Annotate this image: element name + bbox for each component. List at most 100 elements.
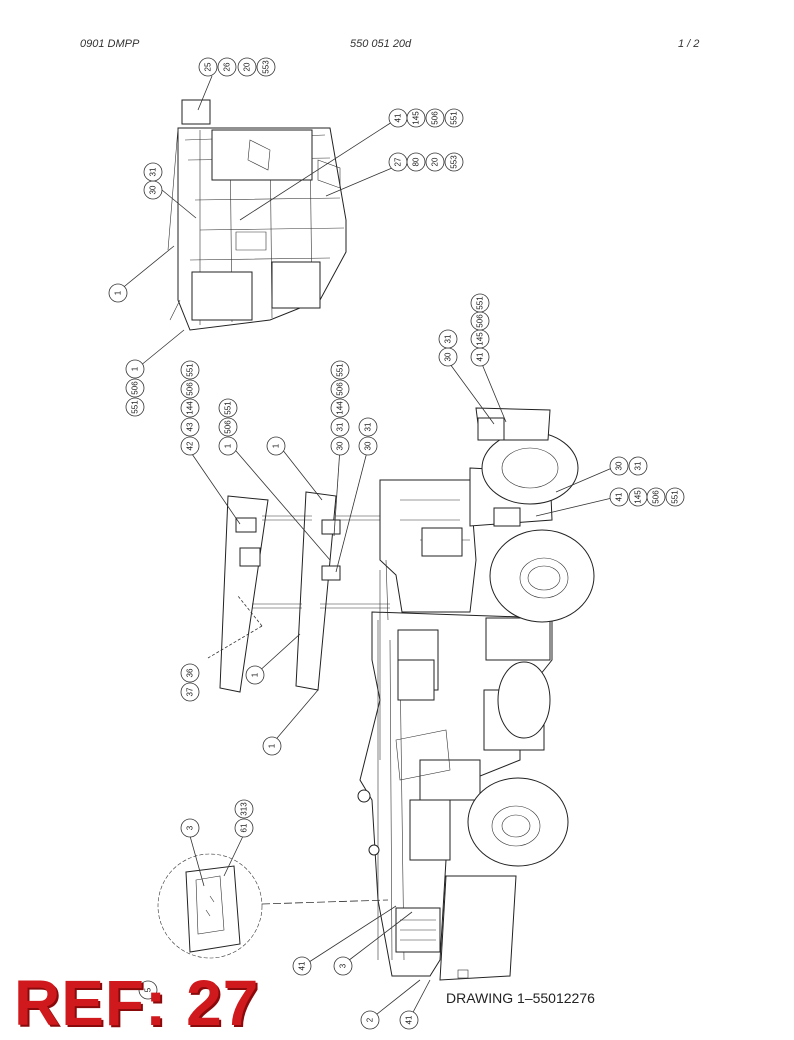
callout-label: 551 — [131, 400, 140, 414]
callout-c1f: 1 — [262, 736, 282, 756]
callout-c1d: 1 — [266, 436, 286, 456]
callout-c145b: 145 — [470, 329, 490, 349]
callout-label: 26 — [223, 62, 232, 71]
callout-c43: 43 — [180, 417, 200, 437]
callout-c313: 313 — [234, 799, 254, 819]
callout-label: 31 — [149, 167, 158, 176]
callout-label: 313 — [240, 802, 249, 816]
callout-c42: 42 — [180, 436, 200, 456]
callout-c551b: 551 — [125, 397, 145, 417]
callout-c553a: 553 — [256, 57, 276, 77]
header-document-number: 550 051 20d — [350, 38, 412, 50]
callout-label: 506 — [431, 111, 440, 125]
callout-label: 3 — [339, 963, 348, 968]
callout-c30d: 30 — [438, 347, 458, 367]
callout-c553b: 553 — [444, 152, 464, 172]
callout-label: 553 — [262, 60, 271, 74]
callout-label: 551 — [450, 111, 459, 125]
callout-c506b: 506 — [125, 378, 145, 398]
callout-label: 506 — [652, 490, 661, 504]
callout-c506a: 506 — [425, 108, 445, 128]
callout-c20a: 20 — [237, 57, 257, 77]
callout-c551d: 551 — [218, 398, 238, 418]
callout-label: 551 — [224, 401, 233, 415]
drawing-number: DRAWING 1–55012276 — [446, 990, 595, 1006]
callout-label: 5 — [144, 987, 153, 992]
callout-c145c: 145 — [628, 487, 648, 507]
callout-c1e: 1 — [245, 665, 265, 685]
callout-label: 41 — [615, 492, 624, 501]
callout-label: 31 — [336, 422, 345, 431]
callout-c3a: 3 — [180, 818, 200, 838]
callout-c30e: 30 — [609, 456, 629, 476]
callout-c41c: 41 — [609, 487, 629, 507]
callout-c551a: 551 — [444, 108, 464, 128]
callout-c1c: 1 — [218, 436, 238, 456]
header-left-code: 0901 DMPP — [80, 38, 140, 50]
callout-c145a: 145 — [406, 108, 426, 128]
header-page-number: 1 / 2 — [678, 38, 700, 50]
callout-label: 1 — [251, 672, 260, 677]
callout-label: 30 — [336, 441, 345, 450]
callout-c31e: 31 — [628, 456, 648, 476]
callout-label: 31 — [444, 334, 453, 343]
callout-c144b: 144 — [330, 398, 350, 418]
callout-label: 37 — [186, 687, 195, 696]
callout-c1b: 1 — [125, 359, 145, 379]
callout-c20b: 20 — [425, 152, 445, 172]
callout-c551c: 551 — [180, 360, 200, 380]
callout-c506f: 506 — [470, 311, 490, 331]
callout-c506d: 506 — [218, 417, 238, 437]
callout-label: 1 — [268, 743, 277, 748]
callout-c41e: 41 — [399, 1010, 419, 1030]
callout-c506c: 506 — [180, 379, 200, 399]
callout-label: 506 — [224, 420, 233, 434]
callout-label: 42 — [186, 441, 195, 450]
callout-label: 41 — [405, 1015, 414, 1024]
callout-label: 30 — [444, 352, 453, 361]
callout-label: 20 — [431, 157, 440, 166]
callout-label: 30 — [615, 461, 624, 470]
callout-c80: 80 — [406, 152, 426, 172]
callout-label: 31 — [634, 461, 643, 470]
callout-label: 27 — [394, 157, 403, 166]
callout-c41b: 41 — [470, 347, 490, 367]
callout-c551f: 551 — [470, 293, 490, 313]
callout-label: 1 — [131, 366, 140, 371]
callout-c41d: 41 — [292, 956, 312, 976]
callout-label: 506 — [476, 314, 485, 328]
callout-c551e: 551 — [330, 360, 350, 380]
callout-label: 41 — [298, 961, 307, 970]
callout-label: 31 — [364, 422, 373, 431]
callout-c31a: 31 — [143, 162, 163, 182]
callout-c31c: 31 — [358, 417, 378, 437]
callout-label: 41 — [476, 352, 485, 361]
ref-stamp: REF: 27 — [14, 967, 260, 1039]
leader-lines — [119, 75, 613, 1019]
callout-c2: 2 — [360, 1010, 380, 1030]
callout-label: 1 — [224, 443, 233, 448]
callout-label: 36 — [186, 668, 195, 677]
callout-label: 30 — [364, 441, 373, 450]
callout-label: 1 — [272, 443, 281, 448]
callout-label: 506 — [186, 382, 195, 396]
callout-c27: 27 — [388, 152, 408, 172]
callout-label: 1 — [114, 290, 123, 295]
callout-c506g: 506 — [646, 487, 666, 507]
callout-c1a: 1 — [108, 283, 128, 303]
callout-c30c: 30 — [358, 436, 378, 456]
callout-label: 145 — [412, 111, 421, 125]
vehicle-chassis — [357, 407, 595, 981]
callout-c26: 26 — [217, 57, 237, 77]
callout-label: 145 — [634, 490, 643, 504]
callout-c31d: 31 — [438, 329, 458, 349]
callout-label: 2 — [366, 1017, 375, 1022]
callout-c5: 5 — [138, 980, 158, 1000]
platform-plates — [207, 491, 400, 693]
callout-label: 144 — [336, 401, 345, 415]
callout-label: 551 — [186, 363, 195, 377]
callout-label: 41 — [394, 113, 403, 122]
callout-c144a: 144 — [180, 398, 200, 418]
